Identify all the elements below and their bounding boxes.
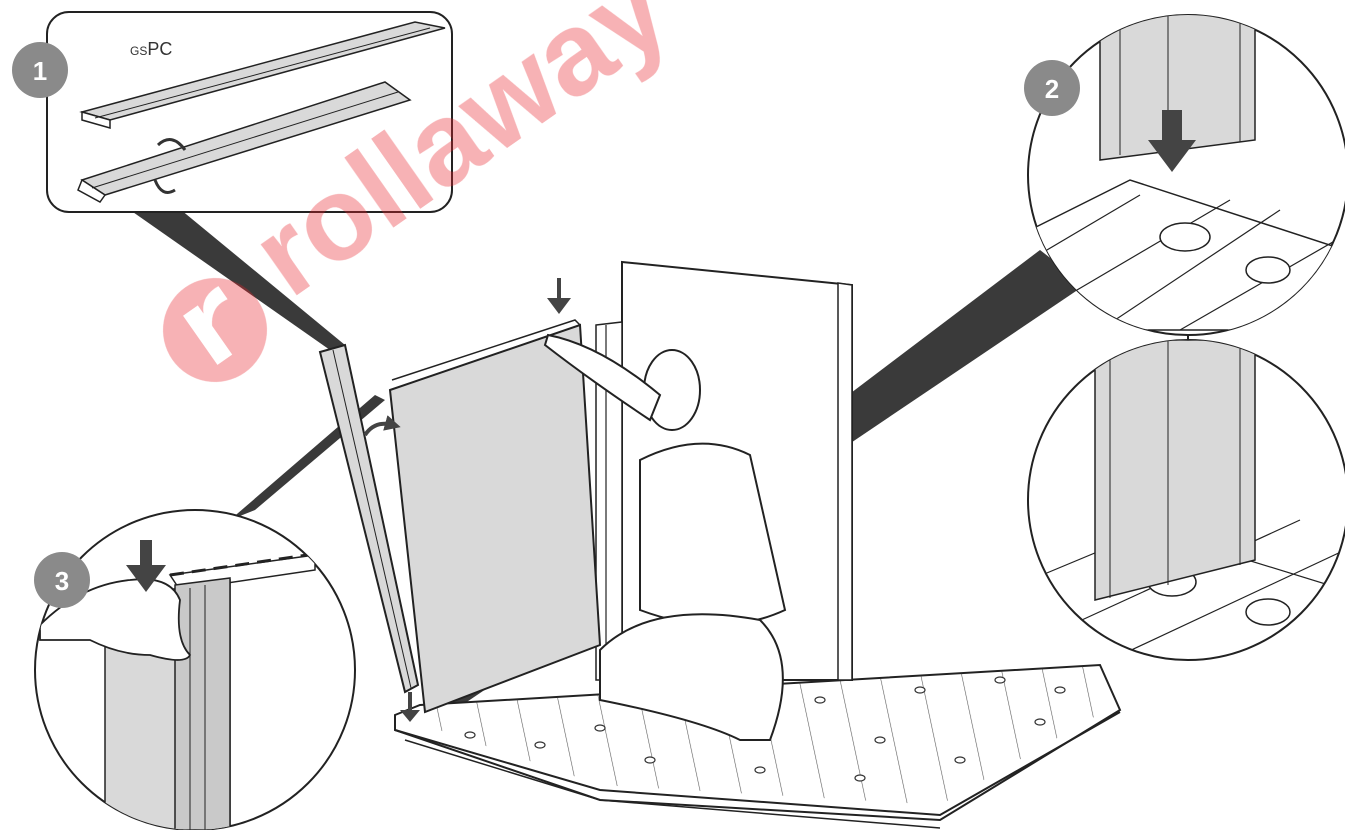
down-arrow-icon bbox=[547, 278, 571, 314]
profile-part-bottom bbox=[77, 81, 412, 203]
watermark-logo bbox=[163, 278, 267, 382]
callout-3-number: 3 bbox=[55, 566, 69, 596]
callout-2: 2 bbox=[1024, 14, 1345, 336]
callout-2-badge bbox=[1024, 60, 1080, 116]
scene-arrows bbox=[363, 278, 571, 722]
connector-profile bbox=[318, 343, 420, 694]
part-label-prefix: GS bbox=[130, 44, 147, 58]
person-arm bbox=[543, 333, 662, 422]
curved-arrow-icon bbox=[363, 415, 401, 437]
profile-part-top bbox=[79, 21, 446, 129]
callout-1-badge bbox=[12, 42, 68, 98]
callout-2-result bbox=[1027, 339, 1345, 661]
down-arrow-icon bbox=[126, 540, 166, 592]
rotate-arrow-icon bbox=[153, 138, 187, 194]
callout-3-badge bbox=[34, 552, 90, 608]
part-label-name: PC bbox=[147, 39, 172, 59]
callout-2-number: 2 bbox=[1045, 74, 1059, 104]
part-label: GSPC bbox=[130, 39, 172, 59]
kneeling-person bbox=[543, 333, 787, 741]
callout-1-number: 1 bbox=[33, 56, 47, 86]
callout-1: GSPC 1 bbox=[12, 11, 453, 213]
down-arrow-icon bbox=[400, 692, 420, 722]
down-arrow-icon bbox=[1148, 110, 1196, 172]
callout-3: 3 bbox=[34, 509, 356, 830]
person-legs bbox=[599, 613, 784, 741]
zoom-beam-1 bbox=[130, 205, 345, 350]
tilted-wall-panel bbox=[388, 319, 602, 714]
